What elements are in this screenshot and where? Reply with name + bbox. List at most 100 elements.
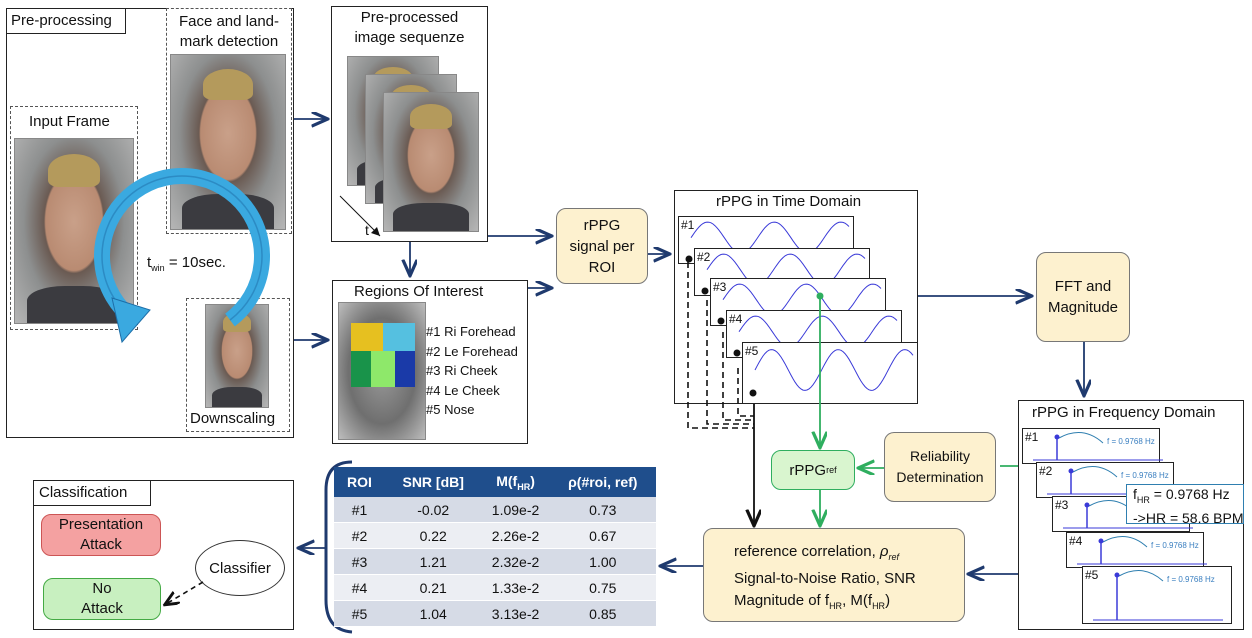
- roi-cheek-left: [395, 351, 415, 387]
- table-cell: 2.26e-2: [481, 522, 550, 549]
- table-cell: 1.21: [384, 548, 482, 575]
- preprocessing-title-box: [6, 8, 126, 34]
- peak-label: f = 0.9768 Hz: [1121, 471, 1169, 480]
- time-signal: [749, 349, 914, 397]
- rppg-signal-label: rPPG signal per ROI: [569, 216, 635, 276]
- metrics-line-3: Magnitude of fHR, M(fHR): [734, 592, 891, 611]
- roi-forehead-right: [351, 323, 383, 351]
- hr-line: ->HR = 58.6 BPM: [1133, 509, 1244, 526]
- roi-forehead-left: [383, 323, 415, 351]
- rppg-signal-box: rPPG signal per ROI: [556, 208, 648, 284]
- table-cell: 0.21: [384, 574, 482, 601]
- roi-cheek-right: [351, 351, 371, 387]
- table-cell: 2.32e-2: [481, 548, 550, 575]
- fft-label: FFT and Magnitude: [1047, 278, 1119, 316]
- table-header: ρ(#roi, ref): [549, 467, 656, 497]
- freq-plot-label: #2: [1039, 464, 1053, 478]
- table-cell: 0.22: [384, 522, 482, 549]
- table-header: M(fHR): [481, 467, 550, 497]
- table-header-row: ROI SNR [dB] M(fHR) ρ(#roi, ref): [334, 467, 656, 497]
- face-detection-image: [170, 54, 286, 230]
- reliability-box: Reliability Determination: [884, 432, 996, 502]
- time-plot-label: #2: [697, 250, 711, 264]
- peak-marker: [1114, 572, 1120, 578]
- roi-face-image: [338, 302, 426, 440]
- time-domain-title: rPPG in Time Domain: [716, 193, 862, 210]
- fhr-callout: fHR = 0.9768 Hz ->HR = 58.6 BPM: [1126, 484, 1244, 526]
- table-cell: 1.00: [549, 548, 656, 575]
- table-cell: 0.75: [549, 574, 656, 601]
- peak-callout-arc: [1102, 536, 1148, 548]
- metrics-line-1: reference correlation, ρref: [734, 543, 900, 562]
- peak-marker: [1098, 538, 1104, 544]
- metrics-box: reference correlation, ρref Signal-to-No…: [703, 528, 965, 622]
- signal-marker: [685, 255, 693, 263]
- input-frame-image: [14, 138, 134, 324]
- sequence-frame-3: [383, 92, 479, 232]
- downscaling-image: [205, 304, 269, 408]
- signal-marker: [701, 287, 709, 295]
- freq-plot-label: #5: [1085, 568, 1099, 582]
- input-frame-label: Input Frame: [29, 113, 110, 130]
- sequence-t-label: t: [365, 222, 369, 238]
- freq-plot-label: #3: [1055, 498, 1069, 512]
- freq-spectrum: [1033, 432, 1163, 461]
- metrics-line-2: Signal-to-Noise Ratio, SNR: [734, 570, 916, 587]
- preprocessing-title: Pre-processing: [11, 12, 112, 29]
- signal-line: [754, 349, 914, 391]
- table-cell: 0.85: [549, 600, 656, 627]
- classification-title: Classification: [39, 484, 128, 501]
- peak-label: f = 0.9768 Hz: [1167, 575, 1215, 584]
- table-cell: #3: [334, 548, 385, 575]
- freq-domain-title: rPPG in Frequency Domain: [1032, 404, 1216, 421]
- freq-plot: #5 f = 0.9768 Hz: [1082, 566, 1232, 624]
- reliability-label: Reliability Determination: [896, 448, 984, 485]
- presentation-attack-box: Presentation Attack: [41, 514, 161, 556]
- table-cell: #5: [334, 600, 385, 627]
- sequence-title: Pre-processed image sequenze: [354, 9, 465, 46]
- peak-marker: [1084, 502, 1090, 508]
- roi-item: #2 Le Forehead: [426, 343, 518, 359]
- time-plot-label: #1: [681, 218, 695, 232]
- table-cell: -0.02: [384, 497, 482, 523]
- peak-marker: [1054, 434, 1060, 440]
- signal-marker: [733, 349, 741, 357]
- table-header: SNR [dB]: [384, 467, 482, 497]
- roi-nose: [371, 351, 395, 387]
- signal-line: [690, 221, 850, 254]
- table-cell: #4: [334, 574, 385, 601]
- freq-spectrum: [1077, 536, 1207, 565]
- table-cell: 1.33e-2: [481, 574, 550, 601]
- twin-label: twin = 10sec.: [147, 254, 226, 273]
- peak-label: f = 0.9768 Hz: [1107, 437, 1155, 446]
- peak-callout-arc: [1058, 432, 1104, 444]
- table-cell: 1.04: [384, 600, 482, 627]
- table-cell: 0.73: [549, 497, 656, 523]
- downscaling-label: Downscaling: [190, 410, 276, 427]
- table-cell: 1.09e-2: [481, 497, 550, 523]
- peak-marker: [1068, 468, 1074, 474]
- roi-item: #3 Ri Cheek: [426, 363, 498, 378]
- table-cell: 0.67: [549, 522, 656, 549]
- signal-marker: [717, 317, 725, 325]
- classification-title-box: [33, 480, 151, 506]
- table-cell: 3.13e-2: [481, 600, 550, 627]
- roi-legend: #1 Ri Forehead #2 Le Forehead #3 Ri Chee…: [426, 322, 518, 420]
- table-cell: #2: [334, 522, 385, 549]
- roi-item: #4 Le Cheek: [426, 382, 500, 398]
- roi-item: #5 Nose: [426, 402, 475, 417]
- table-cell: #1: [334, 497, 385, 523]
- signal-line: [738, 315, 898, 348]
- results-table: ROI SNR [dB] M(fHR) ρ(#roi, ref) #1-0.02…: [334, 467, 656, 627]
- peak-label: f = 0.9768 Hz: [1151, 541, 1199, 550]
- peak-callout-arc: [1072, 466, 1118, 478]
- roi-item: #1 Ri Forehead: [426, 324, 516, 339]
- fft-box: FFT and Magnitude: [1036, 252, 1130, 342]
